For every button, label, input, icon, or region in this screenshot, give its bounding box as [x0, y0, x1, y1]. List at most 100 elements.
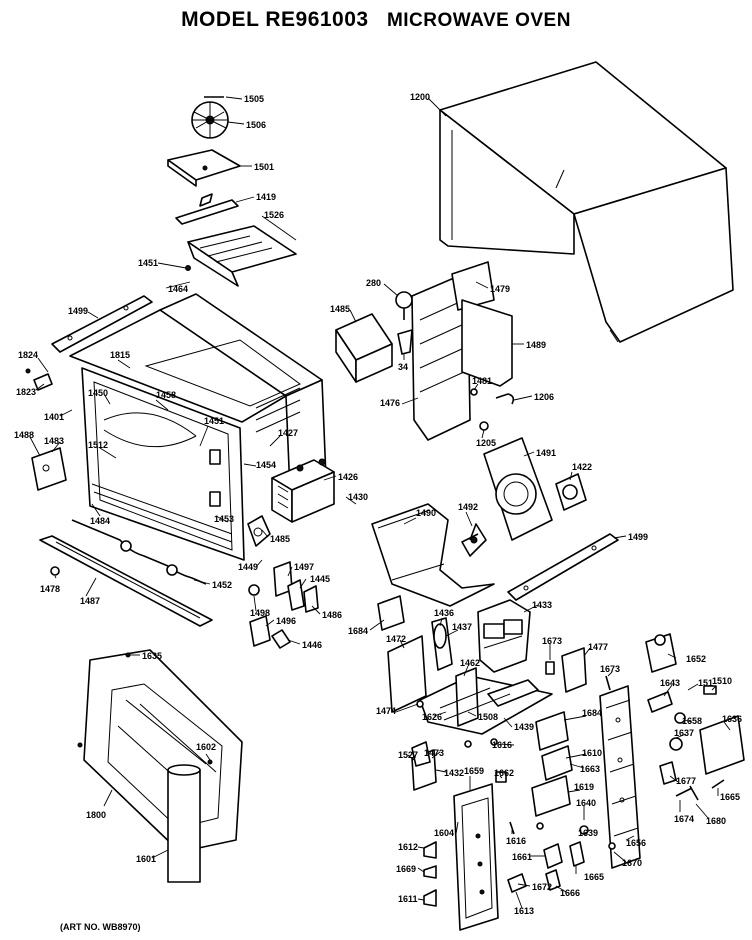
part-label-1498: 1498	[250, 608, 270, 618]
part-label-1506: 1506	[246, 120, 266, 130]
part-label-1205: 1205	[476, 438, 496, 448]
fan-motor-drawing	[461, 437, 587, 557]
part-label-1665-b: 1665	[584, 872, 604, 882]
part-label-280: 280	[366, 278, 381, 288]
part-label-1635: 1635	[142, 651, 162, 661]
part-label-1611: 1611	[398, 894, 418, 904]
circuit-boards-drawing	[411, 711, 573, 817]
part-label-1445: 1445	[310, 574, 330, 584]
part-label-1432: 1432	[444, 768, 464, 778]
part-label-1452: 1452	[212, 580, 232, 590]
air-duct-drawing	[335, 261, 515, 441]
part-label-1478: 1478	[40, 584, 60, 594]
part-label-1430: 1430	[348, 492, 368, 502]
transformer-drawing	[477, 599, 531, 673]
part-label-1419: 1419	[256, 192, 276, 202]
part-shapes	[25, 61, 745, 931]
part-label-1488: 1488	[14, 430, 34, 440]
part-label-1673-b: 1673	[600, 664, 620, 674]
part-label-1449: 1449	[238, 562, 258, 572]
stirrer-bracket-drawing	[167, 149, 241, 187]
part-label-1616-b: 1616	[506, 836, 526, 846]
part-label-1677: 1677	[676, 776, 696, 786]
door-choke-strip-drawing	[39, 535, 213, 627]
magnetron-drawing	[271, 458, 335, 523]
stirrer-drawing	[191, 96, 229, 139]
part-label-151: 151	[698, 678, 713, 688]
part-label-1684-b: 1684	[582, 708, 602, 718]
part-label-1427: 1427	[278, 428, 298, 438]
model-number: MODEL RE961003	[181, 8, 369, 31]
switches-drawing	[507, 825, 616, 893]
part-label-1616: 1616	[492, 740, 512, 750]
part-label-1451: 1451	[138, 258, 158, 268]
hv-bracket-drawing	[377, 595, 453, 671]
part-label-1200: 1200	[410, 92, 430, 102]
part-label-1824: 1824	[18, 350, 38, 360]
antenna-drawing	[247, 515, 271, 547]
part-label-1656: 1656	[626, 838, 646, 848]
part-label-1684: 1684	[348, 626, 368, 636]
right-small-parts-drawing	[545, 633, 677, 693]
part-label-1680: 1680	[706, 816, 726, 826]
part-label-1472: 1472	[386, 634, 406, 644]
screw-1478-drawing	[50, 566, 60, 576]
part-label-1479: 1479	[490, 284, 510, 294]
part-label-1485: 1485	[270, 534, 290, 544]
part-label-1674: 1674	[674, 814, 694, 824]
part-label-1526: 1526	[264, 210, 284, 220]
part-label-1426: 1426	[338, 472, 358, 482]
art-number: (ART NO. WB8970)	[60, 922, 141, 932]
part-label-1673: 1673	[542, 636, 562, 646]
part-label-1619: 1619	[574, 782, 594, 792]
part-label-1643: 1643	[660, 678, 680, 688]
part-label-1481: 1481	[472, 376, 492, 386]
product-name: MICROWAVE OVEN	[386, 10, 571, 31]
part-label-1527: 1527	[398, 750, 418, 760]
left-small-parts-drawing	[25, 368, 53, 391]
part-label-1437: 1437	[452, 622, 472, 632]
part-label-1640: 1640	[576, 798, 596, 808]
part-label-1462: 1462	[460, 658, 480, 668]
part-label-1659: 1659	[464, 766, 484, 776]
part-label-1496: 1496	[276, 616, 296, 626]
part-label-1474: 1474	[376, 706, 396, 716]
leader-lines	[29, 96, 731, 909]
part-label-1486: 1486	[322, 610, 342, 620]
part-label-1662: 1662	[494, 768, 514, 778]
part-label-1512: 1512	[88, 440, 108, 450]
part-label-1497: 1497	[294, 562, 314, 572]
part-label-1473: 1473	[424, 748, 444, 758]
part-label-1626: 1626	[422, 712, 442, 722]
part-label-1454: 1454	[256, 460, 276, 470]
part-label-1601: 1601	[136, 854, 156, 864]
part-label-1453: 1453	[214, 514, 234, 524]
part-label-1492: 1492	[458, 502, 478, 512]
part-label-1666: 1666	[560, 888, 580, 898]
part-label-1458: 1458	[156, 390, 176, 400]
part-label-1451-b: 1451	[204, 416, 224, 426]
part-label-34: 34	[398, 362, 408, 372]
oven-cavity-drawing	[69, 293, 327, 561]
latch-parts-drawing	[248, 561, 319, 649]
part-label-1499: 1499	[68, 306, 88, 316]
knobs-drawing	[423, 841, 437, 907]
control-panel-frame-drawing	[599, 685, 641, 869]
part-label-1637: 1637	[674, 728, 694, 738]
part-label-1639: 1639	[578, 828, 598, 838]
part-label-1401: 1401	[44, 412, 64, 422]
right-strip-drawing	[507, 533, 619, 601]
part-label-1613: 1613	[514, 906, 534, 916]
part-label-1477: 1477	[588, 642, 608, 652]
part-label-1433: 1433	[532, 600, 552, 610]
part-label-1490: 1490	[416, 508, 436, 518]
part-label-1206: 1206	[534, 392, 554, 402]
latch-rod-drawing	[71, 519, 207, 585]
part-label-1422: 1422	[572, 462, 592, 472]
part-label-1464: 1464	[168, 284, 188, 294]
part-label-1665: 1665	[720, 792, 740, 802]
part-label-1436: 1436	[434, 608, 454, 618]
control-base-drawing	[387, 635, 553, 735]
part-label-1505: 1505	[244, 94, 264, 104]
